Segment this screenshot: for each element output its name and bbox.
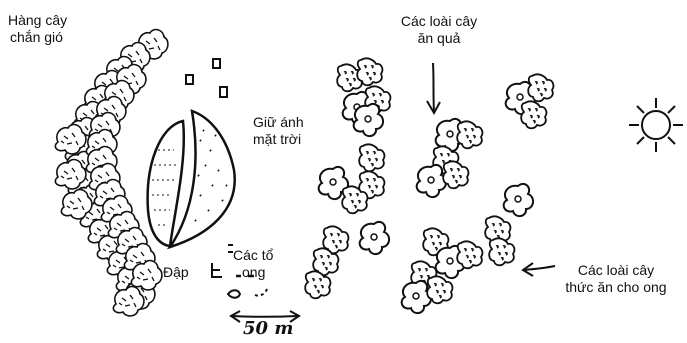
sunlight-label-line2: mặt trời — [253, 131, 304, 148]
bee-plants-label: Các loài cây thức ăn cho ong — [552, 262, 680, 296]
arrow-icon — [427, 63, 440, 113]
sun-icon — [629, 98, 683, 152]
bee-plants-label-line1: Các loài cây — [552, 262, 680, 279]
scale-label: 50 m — [243, 318, 293, 339]
windbreak-label-line1: Hàng cây — [8, 12, 67, 29]
dam-label: Đập — [163, 264, 189, 281]
sunlight-label-line1: Giữ ánh — [253, 114, 304, 131]
fruit-trees-label-line1: Các loài cây — [394, 13, 484, 30]
small-plots — [186, 59, 227, 97]
windbreak-label: Hàng cây chắn gió — [8, 12, 67, 46]
fruit-trees-label: Các loài cây ăn quả — [394, 13, 484, 47]
windbreak-label-line2: chắn gió — [8, 29, 67, 46]
beehives-label-line2: ong — [233, 264, 273, 281]
fruit-trees — [305, 58, 553, 313]
sunlight-label: Giữ ánh mặt trời — [253, 114, 304, 148]
beehives-label: Các tổ ong — [233, 247, 273, 281]
beehives-label-line1: Các tổ — [233, 247, 273, 264]
fruit-trees-label-line2: ăn quả — [394, 30, 484, 47]
bee-plants-label-line2: thức ăn cho ong — [552, 279, 680, 296]
dam-icon — [148, 111, 235, 247]
arrow-icon — [523, 263, 555, 276]
